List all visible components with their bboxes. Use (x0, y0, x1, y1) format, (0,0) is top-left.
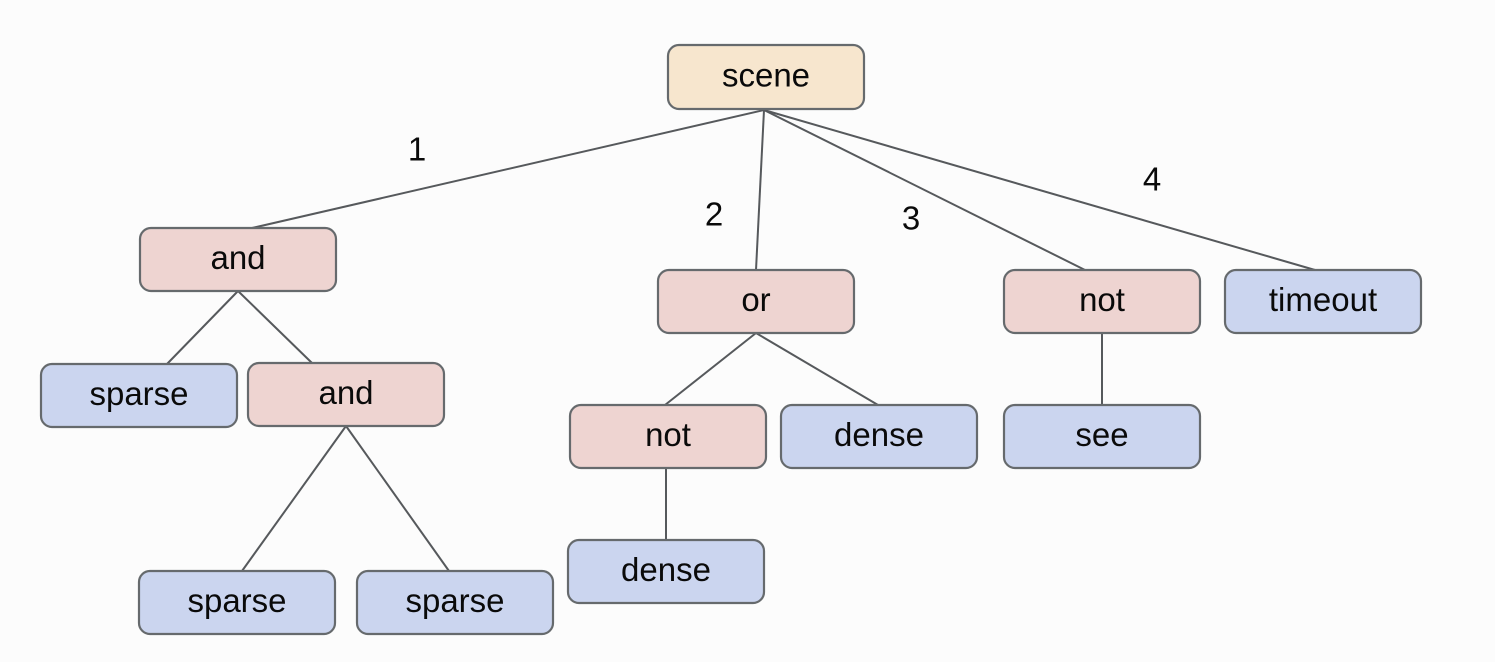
tree-node-dense1[interactable]: dense (779, 403, 979, 470)
node-box-timeout1[interactable] (1223, 268, 1423, 335)
node-label-and2: and (318, 374, 373, 411)
tree-edge-scene-to-timeout1 (763, 109, 1316, 271)
edge-label-1: 1 (408, 131, 426, 168)
tree-node-dense2[interactable]: dense (566, 538, 766, 605)
node-label-sparse3: sparse (405, 582, 504, 619)
node-label-scene: scene (722, 57, 810, 94)
tree-edge-and2-to-sparse3 (345, 425, 450, 572)
node-label-not2: not (645, 416, 691, 453)
tree-node-not1[interactable]: not (1002, 268, 1202, 335)
node-box-sparse2[interactable] (137, 569, 337, 636)
edge-label-3: 3 (902, 200, 920, 237)
edge-label-4: 4 (1143, 161, 1161, 198)
node-box-dense1[interactable] (779, 403, 979, 470)
node-box-and2[interactable] (246, 361, 446, 428)
node-box-not2[interactable] (568, 403, 768, 470)
tree-edge-scene-to-not1 (763, 109, 1086, 271)
tree-node-sparse2[interactable]: sparse (137, 569, 337, 636)
node-label-and1: and (210, 239, 265, 276)
tree-edge-or1-to-not2 (664, 332, 757, 406)
tree-node-or1[interactable]: or (656, 268, 856, 335)
node-label-see1: see (1075, 416, 1128, 453)
node-label-or1: or (741, 281, 770, 318)
node-box-or1[interactable] (656, 268, 856, 335)
tree-node-sparse3[interactable]: sparse (355, 569, 555, 636)
tree-node-and1[interactable]: and (138, 226, 338, 293)
tree-edge-and1-to-sparse1 (166, 290, 239, 365)
node-box-sparse1[interactable] (39, 362, 239, 429)
node-label-not1: not (1079, 281, 1125, 318)
tree-edge-and1-to-and2 (237, 290, 313, 364)
tree-edge-scene-to-or1 (755, 109, 765, 271)
tree-node-timeout1[interactable]: timeout (1223, 268, 1423, 335)
tree-edge-and2-to-sparse2 (241, 425, 347, 572)
nodes-layer: scene and or not timeout sparse and not dense see… (39, 43, 1423, 636)
node-label-sparse2: sparse (187, 582, 286, 619)
tree-node-scene[interactable]: scene (666, 43, 866, 111)
node-box-scene[interactable] (666, 43, 866, 111)
node-box-not1[interactable] (1002, 268, 1202, 335)
tree-node-not2[interactable]: not (568, 403, 768, 470)
node-label-dense1: dense (834, 416, 924, 453)
tree-node-sparse1[interactable]: sparse (39, 362, 239, 429)
tree-node-see1[interactable]: see (1002, 403, 1202, 470)
node-box-and1[interactable] (138, 226, 338, 293)
tree-edge-or1-to-dense1 (755, 332, 879, 406)
node-box-dense2[interactable] (566, 538, 766, 605)
tree-edge-scene-to-and1 (251, 109, 765, 229)
node-label-sparse1: sparse (89, 375, 188, 412)
tree-node-and2[interactable]: and (246, 361, 446, 428)
node-label-timeout1: timeout (1269, 281, 1377, 318)
edge-labels-layer: 1 2 3 4 (408, 131, 1161, 237)
node-box-sparse3[interactable] (355, 569, 555, 636)
node-label-dense2: dense (621, 551, 711, 588)
edge-label-2: 2 (705, 196, 723, 233)
edges-layer (166, 109, 1316, 572)
node-box-see1[interactable] (1002, 403, 1202, 470)
